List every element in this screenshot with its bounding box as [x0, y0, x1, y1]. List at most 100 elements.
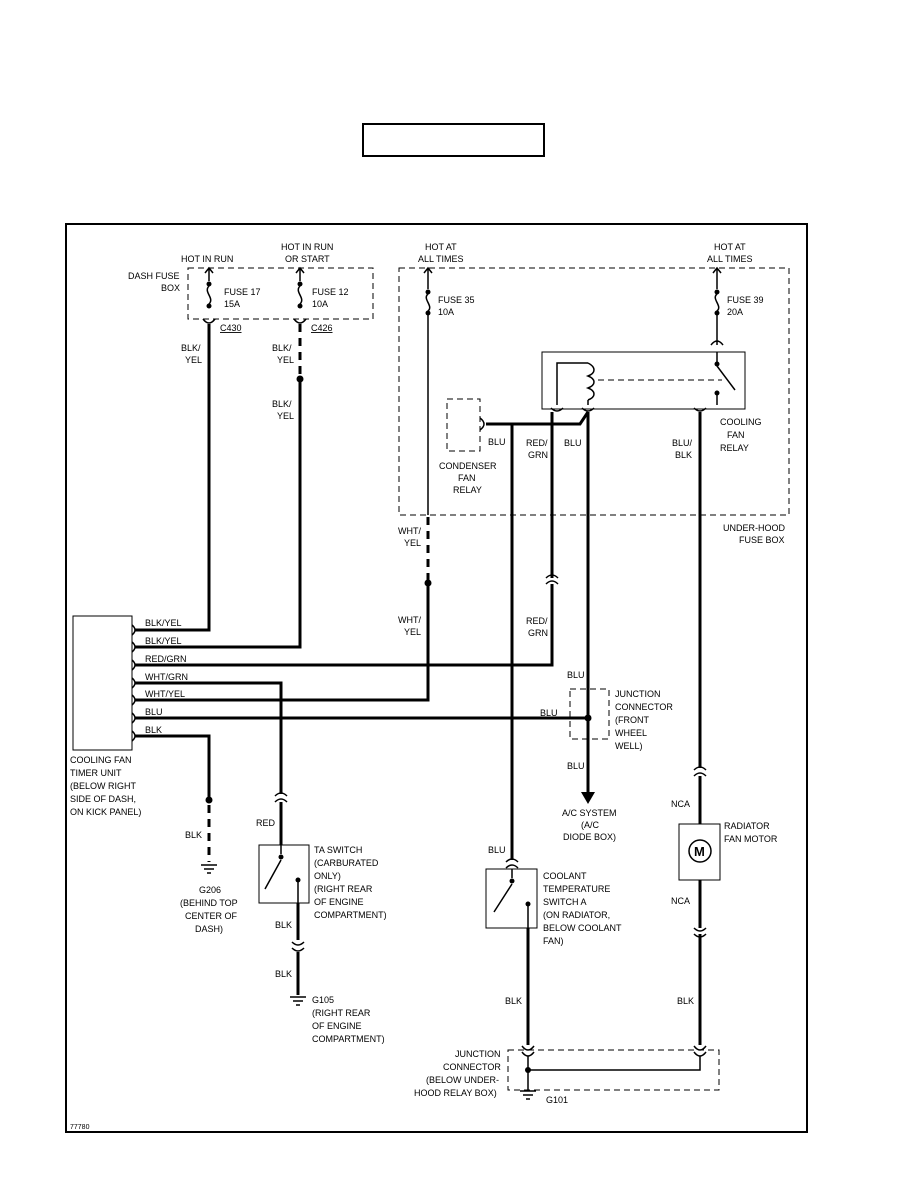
fuse35-supply — [423, 266, 433, 289]
fuse35-symbol — [425, 293, 431, 312]
fuse12-symbol — [297, 285, 303, 305]
blu-ac-color-a: BLU — [564, 438, 582, 448]
junction-bottom-label-4: HOOD RELAY BOX) — [414, 1088, 497, 1098]
junction-front-label-4: WHEEL — [615, 728, 647, 738]
junction-bottom-connector-2 — [693, 1045, 707, 1057]
under-hood-fuse-box-label-2: FUSE BOX — [739, 535, 785, 545]
red-grn-connector — [545, 574, 559, 585]
fuse39-bottom-dot — [714, 310, 720, 316]
timer-pin-1-label: BLK/YEL — [145, 618, 182, 628]
relay-contact — [716, 352, 736, 405]
fuse17-top-dot — [206, 281, 212, 287]
junction-bottom-label-1: JUNCTION — [455, 1049, 501, 1059]
condenser-fan-relay-label-3: RELAY — [453, 485, 482, 495]
fuse12-top-dot — [297, 281, 303, 287]
coolant-top-connector — [505, 858, 519, 869]
wht-yel-splice-dot — [424, 579, 432, 587]
fuse12-name: FUSE 12 — [312, 287, 349, 297]
blu-blk-color-a: BLU/ — [672, 438, 693, 448]
ac-system-label-3: DIODE BOX) — [563, 832, 616, 842]
timer-unit-label-3: (BELOW RIGHT — [70, 781, 137, 791]
g105-label-2: (RIGHT REAR — [312, 1008, 371, 1018]
coolant-switch-label-5: BELOW COOLANT — [543, 923, 622, 933]
fuse17-name: FUSE 17 — [224, 287, 261, 297]
relay-contact-dot-2 — [714, 390, 720, 396]
fuse35-rating: 10A — [438, 307, 454, 317]
ta-switch-label-2: (CARBURATED — [314, 858, 379, 868]
wht-yel-color-c: WHT/ — [398, 615, 421, 625]
red-grn-color-d: GRN — [528, 628, 548, 638]
g206-label-2: (BEHIND TOP — [180, 898, 238, 908]
coolant-switch-label-1: COOLANT — [543, 871, 587, 881]
fuse35-top-dot — [425, 289, 431, 295]
blu-ac-color-c: BLU — [567, 761, 585, 771]
fuse39-rating: 20A — [727, 307, 743, 317]
condenser-fan-relay-outline — [446, 398, 481, 452]
relay-coil-lead-1 — [556, 362, 588, 405]
relay-terminal-3 — [693, 407, 707, 412]
ta-switch-contact — [264, 845, 299, 903]
ta-switch-dot-2 — [295, 877, 301, 883]
c426-label: C426 — [311, 323, 333, 333]
g105-label-1: G105 — [312, 995, 334, 1005]
coolant-switch-label-6: FAN) — [543, 936, 564, 946]
hot-at-all-times-b-2: ALL TIMES — [707, 254, 753, 264]
ac-arrow — [581, 792, 595, 804]
hot-in-run-or-start-label-2: OR START — [285, 254, 330, 264]
junction-bottom-label-3: (BELOW UNDER- — [426, 1075, 499, 1085]
timer-unit-label-1: COOLING FAN — [70, 755, 132, 765]
c430-label: C430 — [220, 323, 242, 333]
c426-connector — [293, 318, 307, 324]
g105-label-4: COMPARTMENT) — [312, 1034, 385, 1044]
blu-link-color: BLU — [488, 437, 506, 447]
ac-system-label-2: (A/C — [581, 820, 600, 830]
coolant-switch-label-3: SWITCH A — [543, 897, 587, 907]
timer-pin-connectors — [131, 624, 136, 742]
wht-yel-color-b: YEL — [404, 538, 421, 548]
nca-color-top: NCA — [671, 799, 690, 809]
hot-in-run-label: HOT IN RUN — [181, 254, 233, 264]
ta-switch-box — [258, 844, 310, 904]
g206-splice-dot — [205, 796, 213, 804]
fuse17-supply — [204, 266, 214, 281]
fuse35-bottom-dot — [425, 310, 431, 316]
motor-symbol-circle — [688, 839, 712, 863]
g105-ground — [290, 996, 306, 1006]
ta-switch-dot-1 — [278, 854, 284, 860]
fuse35-name: FUSE 35 — [438, 295, 475, 305]
g101-label: G101 — [546, 1095, 568, 1105]
cooling-fan-relay-label-1: COOLING — [720, 417, 762, 427]
junction-connector-front-outline — [569, 688, 610, 740]
ac-system-label-1: A/C SYSTEM — [562, 808, 617, 818]
fuse12-supply — [295, 266, 305, 281]
wht-grn-wire — [135, 681, 283, 794]
diagram-id: 77780 — [70, 1124, 90, 1131]
wire2-color-d: YEL — [277, 411, 294, 421]
radiator-motor-label-1: RADIATOR — [724, 821, 770, 831]
ta-switch-label-1: TA SWITCH — [314, 845, 362, 855]
ta-top-connector — [274, 792, 288, 803]
dash-fuse-box-label-1: DASH FUSE — [128, 271, 180, 281]
wire2-color-a: BLK/ — [272, 343, 292, 353]
ta-switch-label-3: ONLY) — [314, 871, 341, 881]
timer-unit-label-2: TIMER UNIT — [70, 768, 122, 778]
red-grn-color-b: GRN — [528, 450, 548, 460]
cooling-fan-relay-label-3: RELAY — [720, 443, 749, 453]
timer-pin-3-label: RED/GRN — [145, 654, 187, 664]
dash-fuse-box-outline — [187, 267, 374, 320]
blk-coolant-color: BLK — [505, 996, 522, 1006]
condenser-fan-relay-label-1: CONDENSER — [439, 461, 497, 471]
blk-yel-wire-1 — [135, 324, 211, 632]
condenser-relay-terminal — [479, 417, 485, 431]
junction-connector-bottom-outline — [507, 1049, 720, 1091]
relay-coil — [585, 362, 595, 401]
relay-contact-dot-1 — [714, 361, 720, 367]
fuse39-to-relay — [710, 315, 724, 346]
blu-blk-color-b: BLK — [675, 450, 692, 460]
red-color: RED — [256, 818, 276, 828]
wire2-color-c: BLK/ — [272, 399, 292, 409]
blk-ta-color-b: BLK — [275, 969, 292, 979]
ta-switch-label-6: COMPARTMENT) — [314, 910, 387, 920]
fuse12-bottom-dot — [297, 303, 303, 309]
hot-at-all-times-b-1: HOT AT — [714, 242, 746, 252]
